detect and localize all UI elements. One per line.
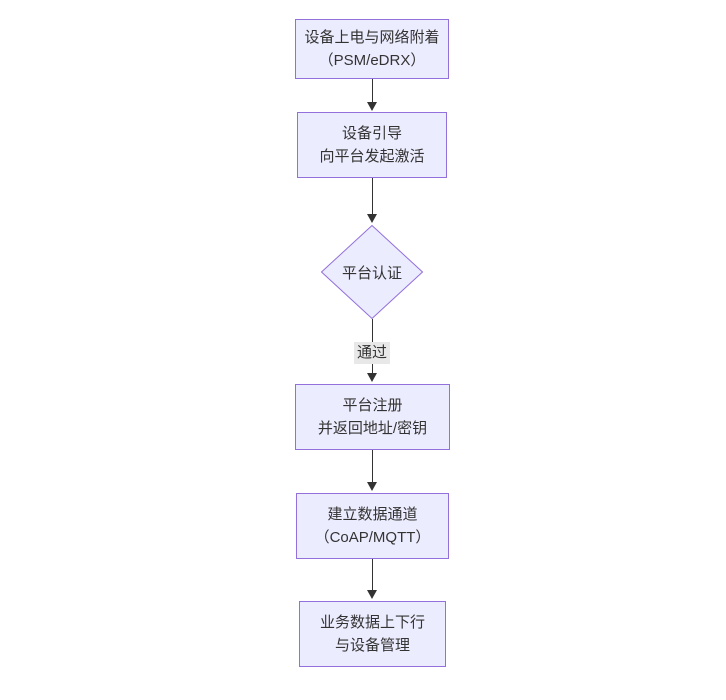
edge-label-pass: 通过 (353, 342, 391, 364)
edge-arrow-5 (367, 559, 377, 599)
node-label-line: （CoAP/MQTT） (314, 529, 431, 546)
edge-arrow-4 (367, 450, 377, 491)
arrowhead-icon (367, 102, 377, 111)
arrowhead-icon (367, 214, 377, 223)
flow-node-power-on-attach: 设备上电与网络附着 （PSM/eDRX） (295, 19, 449, 79)
node-label-line: 平台认证 (341, 264, 402, 282)
node-label-line: 建立数据通道 (327, 506, 418, 523)
node-label-line: 平台注册 (342, 397, 403, 414)
edge-line (371, 559, 373, 590)
arrowhead-icon (367, 590, 377, 599)
node-label-line: 业务数据上下行 (319, 614, 425, 631)
edge-line (371, 450, 373, 482)
diamond-shape (321, 225, 423, 319)
arrowhead-icon (367, 373, 377, 382)
node-label-line: 与设备管理 (334, 637, 410, 654)
flow-node-data-channel: 建立数据通道 （CoAP/MQTT） (296, 493, 449, 559)
node-label-line: 设备上电与网络附着 (304, 29, 440, 46)
edge-arrow-2 (367, 178, 377, 223)
edge-arrow-1 (367, 79, 377, 111)
flow-node-bootstrap-activate: 设备引导 向平台发起激活 (297, 112, 447, 178)
edge-line (371, 178, 373, 214)
edge-line (371, 79, 373, 102)
node-label-line: （PSM/eDRX） (318, 52, 426, 69)
node-label-line: 设备引导 (341, 125, 402, 142)
decision-node-platform-auth: 平台认证 (321, 225, 423, 319)
flow-node-platform-register: 平台注册 并返回地址/密钥 (295, 384, 450, 450)
node-label-line: 向平台发起激活 (319, 148, 425, 165)
flow-node-business-data: 业务数据上下行 与设备管理 (299, 601, 446, 667)
node-label-line: 并返回地址/密钥 (317, 420, 428, 437)
arrowhead-icon (367, 482, 377, 491)
